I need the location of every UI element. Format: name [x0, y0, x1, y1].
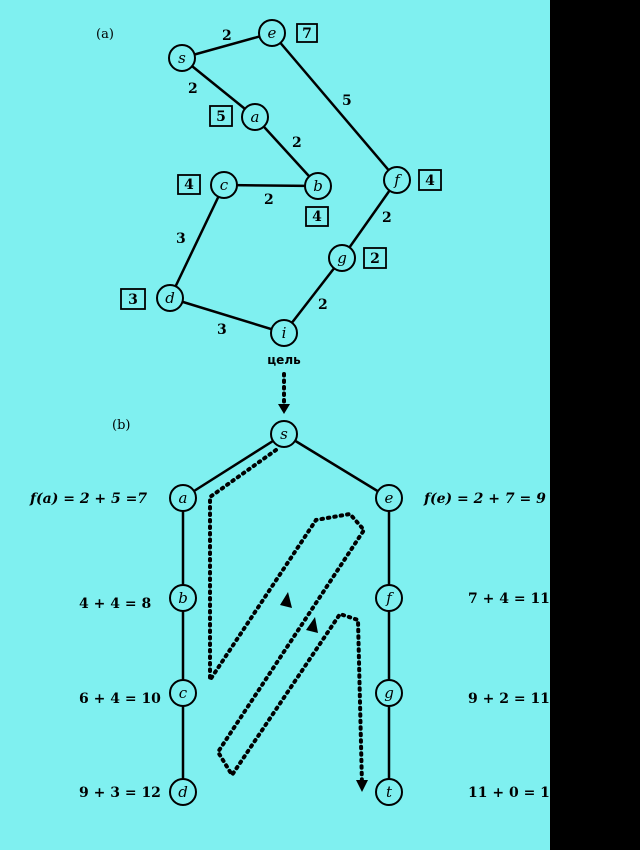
- node-b-g: g: [375, 679, 403, 707]
- node-label: b: [313, 177, 323, 195]
- heuristic-f: 4: [418, 169, 442, 191]
- node-b-b: b: [169, 584, 197, 612]
- edge-s-e: [181, 31, 273, 60]
- equation-a: f(a) = 2 + 5 =7: [29, 491, 147, 507]
- svg-text:4: 4: [184, 177, 194, 193]
- left-equations: f(a) = 2 + 5 =7 4 + 4 = 8 6 + 4 = 10 9 +…: [29, 491, 161, 801]
- equation-t: 11 + 0 = 11: [468, 785, 560, 801]
- edge-g-i: [283, 257, 343, 334]
- search-arrow-1: [280, 592, 292, 608]
- node-a-s: s: [168, 44, 196, 72]
- svg-text:d: d: [178, 783, 188, 801]
- weight-d-i: 3: [217, 322, 227, 338]
- svg-text:f: f: [385, 589, 394, 607]
- svg-text:g: g: [384, 684, 394, 702]
- equation-b: 4 + 4 = 8: [79, 596, 151, 612]
- node-label: i: [282, 324, 287, 342]
- node-b-e: e: [375, 484, 403, 512]
- transition-arrowhead: [278, 404, 290, 414]
- svg-text:3: 3: [128, 292, 138, 308]
- goal-caption: цель: [267, 353, 301, 367]
- weight-f-g: 2: [382, 210, 392, 226]
- weight-c-d: 3: [176, 231, 186, 247]
- edge-s-e: [283, 432, 390, 500]
- weight-g-i: 2: [318, 297, 328, 313]
- node-label: d: [165, 289, 175, 307]
- equation-d: 9 + 3 = 12: [79, 785, 161, 801]
- graph-a-nodes: s e a b c f g: [156, 19, 411, 347]
- node-label: f: [393, 171, 402, 189]
- weight-c-b: 2: [264, 192, 274, 208]
- edge-e-f: [271, 32, 398, 181]
- search-arrow-end: [356, 780, 368, 792]
- svg-text:s: s: [280, 425, 288, 443]
- right-equations: f(e) = 2 + 7 = 9 7 + 4 = 11 9 + 2 = 11 1…: [423, 491, 560, 801]
- equation-f: 7 + 4 = 11: [468, 591, 550, 607]
- svg-text:4: 4: [312, 209, 322, 225]
- heuristic-g: 2: [363, 247, 387, 269]
- heuristic-a: 5: [209, 105, 233, 127]
- tree-b-nodes: s a b c d e f: [169, 420, 403, 806]
- weight-e-f: 5: [342, 93, 352, 109]
- svg-text:5: 5: [216, 109, 226, 125]
- part-a-label: (a): [96, 27, 114, 42]
- part-b-label: (b): [112, 418, 130, 433]
- node-label: e: [268, 24, 277, 42]
- node-a-i: i: [270, 319, 298, 347]
- node-label: g: [337, 249, 347, 267]
- equation-g: 9 + 2 = 11: [468, 691, 550, 707]
- node-b-c: c: [169, 679, 197, 707]
- edge-f-g: [340, 179, 399, 259]
- node-label: a: [251, 108, 260, 126]
- svg-text:c: c: [179, 684, 188, 702]
- edge-a-b: [254, 116, 319, 187]
- svg-text:a: a: [179, 489, 188, 507]
- node-b-d: d: [169, 778, 197, 806]
- search-arrow-2: [306, 617, 318, 633]
- heuristic-d: 3: [120, 288, 146, 310]
- edge-d-i: [169, 296, 285, 335]
- tree-b-edges: [181, 432, 391, 792]
- node-b-s: s: [270, 420, 298, 448]
- weight-s-e: 2: [222, 28, 232, 44]
- node-label: s: [178, 49, 186, 67]
- node-b-a: a: [169, 484, 197, 512]
- node-a-d: d: [156, 284, 184, 312]
- node-a-e: e: [258, 19, 286, 47]
- equation-e: f(e) = 2 + 7 = 9: [423, 491, 546, 507]
- heuristic-b: 4: [305, 206, 329, 227]
- svg-text:4: 4: [425, 173, 435, 189]
- heuristic-e: 7: [296, 23, 318, 43]
- equation-c: 6 + 4 = 10: [79, 691, 161, 707]
- svg-text:2: 2: [370, 251, 380, 267]
- node-a-c: c: [210, 171, 238, 199]
- graph-a-edges: [168, 31, 399, 335]
- edge-s-a: [181, 57, 256, 118]
- edge-s-a: [182, 432, 285, 500]
- heuristic-c: 4: [177, 174, 201, 195]
- edge-c-d: [168, 184, 226, 299]
- node-a-f: f: [383, 166, 411, 194]
- graph-a-heuristics: 7 5 4 4 4 2 3: [120, 23, 442, 310]
- edge-c-b: [223, 183, 319, 188]
- search-path: [208, 448, 367, 787]
- svg-text:b: b: [178, 589, 188, 607]
- svg-text:e: e: [385, 489, 394, 507]
- weight-a-b: 2: [292, 135, 302, 151]
- graph-a-weights: 2 2 2 2 3 3 5 2 2: [176, 28, 392, 338]
- node-label: c: [220, 176, 229, 194]
- node-a-g: g: [328, 244, 356, 272]
- node-b-t: t: [375, 778, 403, 806]
- svg-text:7: 7: [302, 26, 312, 42]
- weight-s-a: 2: [188, 81, 198, 97]
- node-a-a: a: [241, 103, 269, 131]
- svg-text:t: t: [386, 783, 393, 801]
- node-b-f: f: [375, 584, 403, 612]
- node-a-b: b: [304, 172, 332, 200]
